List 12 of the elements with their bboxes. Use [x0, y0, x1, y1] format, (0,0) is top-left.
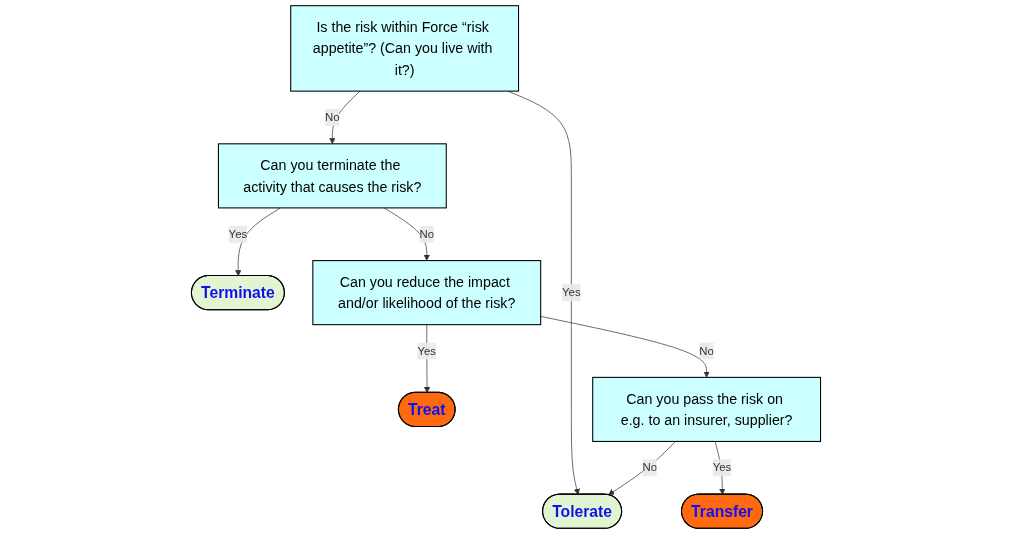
node-box: Can you terminate the activity that causes the risk? [217, 143, 447, 209]
edge-label: Yes [712, 461, 732, 474]
edge-label: No [325, 111, 340, 124]
edge-label: Yes [562, 286, 581, 299]
node-box: Is the risk within Force “risk appetite”? (Can you live with it?) [290, 5, 520, 92]
edge-label: Yes [228, 227, 248, 240]
edge-label: Yes [417, 344, 437, 357]
node-box: Can you reduce the impact and/or likelihood of the risk? [312, 260, 542, 326]
edge-label: No [642, 461, 658, 474]
edge-label: No [699, 344, 714, 357]
node-box: Can you pass the risk on e.g. to an insurer, supplier? [592, 376, 822, 442]
edge-label: No [419, 227, 435, 240]
